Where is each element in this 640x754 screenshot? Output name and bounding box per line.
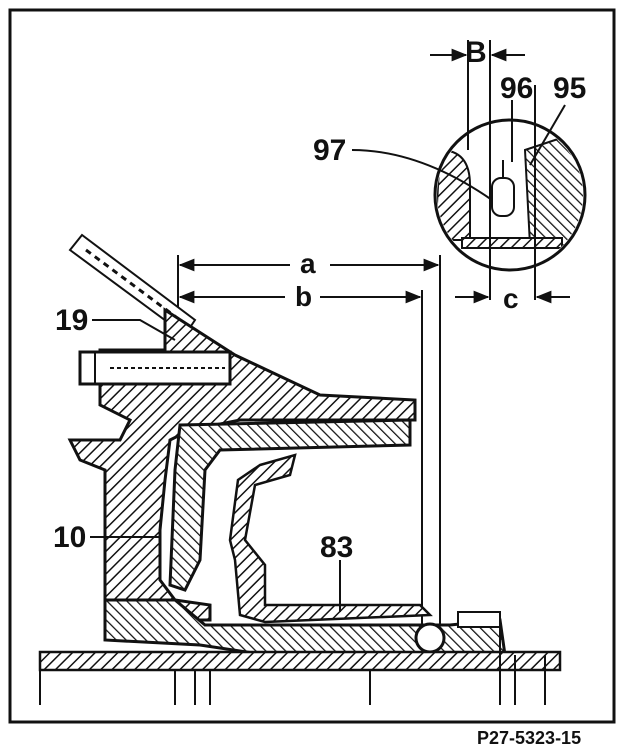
housing-section [67, 307, 507, 662]
label-B: B [465, 36, 487, 69]
label-a: a [300, 248, 316, 279]
label-b: b [295, 281, 312, 312]
leader-lines [90, 319, 341, 612]
label-95: 95 [553, 72, 586, 105]
figure-reference: P27-5323-15 [477, 728, 581, 748]
dimension-lines [177, 255, 441, 640]
label-10: 10 [53, 521, 86, 554]
label-19: 19 [55, 304, 88, 337]
label-97: 97 [313, 134, 346, 167]
shaft [38, 620, 562, 705]
label-c: c [503, 283, 519, 314]
label-83: 83 [320, 531, 353, 564]
figure-frame [8, 8, 616, 724]
detail-inset [351, 40, 587, 304]
label-96: 96 [500, 72, 533, 105]
